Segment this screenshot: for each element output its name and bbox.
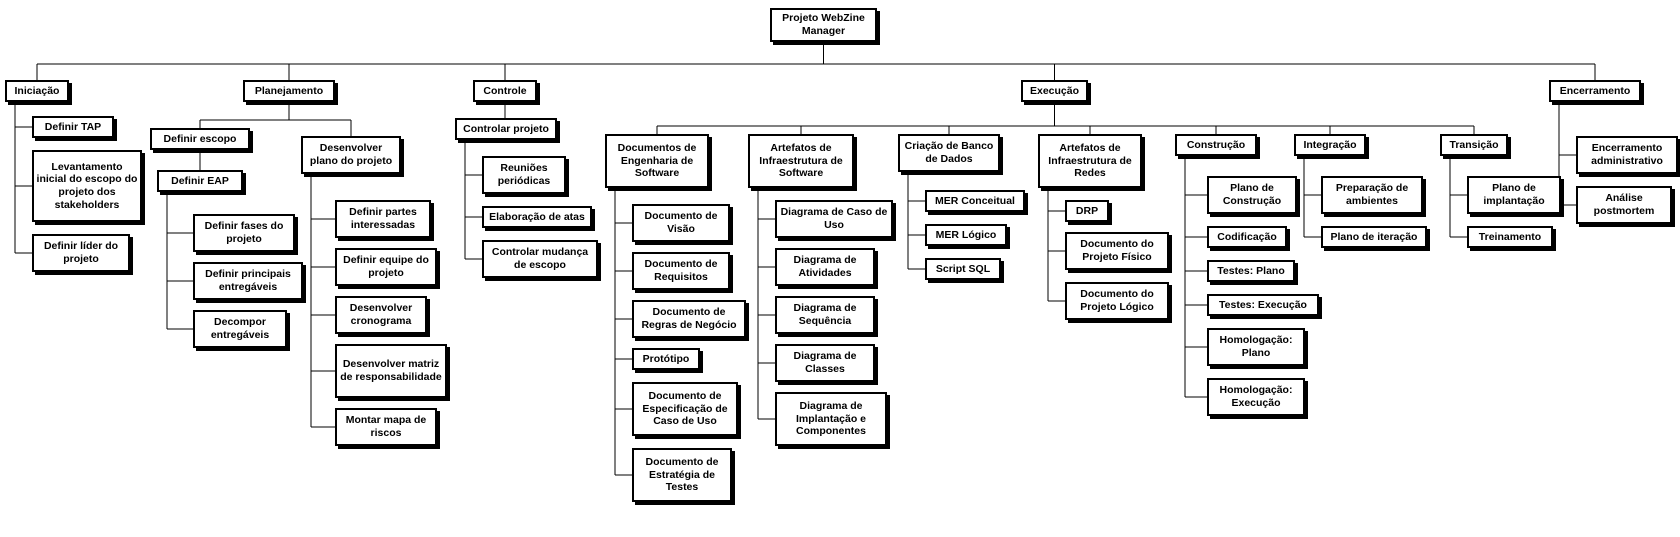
wbs-node-enc_admin[interactable]: Encerramento administrativo [1576,136,1678,174]
wbs-node-partes[interactable]: Definir partes interessadas [335,200,431,238]
wbs-node-matriz[interactable]: Desenvolver matriz de responsabilidade [335,344,447,398]
wbs-node-diag_caso[interactable]: Diagrama de Caso de Uso [775,200,893,238]
wbs-node-diag_classes[interactable]: Diagrama de Classes [775,344,875,382]
wbs-node-reunioes[interactable]: Reuniões periódicas [482,156,566,194]
wbs-node-codificacao[interactable]: Codificação [1207,226,1287,248]
wbs-node-preparacao[interactable]: Preparação de ambientes [1321,176,1423,214]
wbs-node-script_sql[interactable]: Script SQL [925,258,1001,280]
wbs-node-root[interactable]: Projeto WebZine Manager [770,8,877,42]
wbs-node-mer_conceitual[interactable]: MER Conceitual [925,190,1025,212]
wbs-node-eap_decompor[interactable]: Decompor entregáveis [193,310,287,348]
wbs-node-levantamento[interactable]: Levantamento inicial do escopo do projet… [32,150,142,222]
wbs-node-iniciacao[interactable]: Iniciação [5,80,69,102]
wbs-node-homolog_plano[interactable]: Homologação: Plano [1207,328,1305,366]
wbs-node-equipe[interactable]: Definir equipe do projeto [335,248,437,286]
wbs-node-desenv_plano[interactable]: Desenvolver plano do projeto [301,136,401,174]
wbs-node-construcao[interactable]: Construção [1175,134,1257,156]
wbs-node-proj_fisico[interactable]: Documento do Projeto Físico [1065,232,1169,270]
wbs-node-definir_eap[interactable]: Definir EAP [157,170,243,192]
wbs-node-doc_estrategia[interactable]: Documento de Estratégia de Testes [632,448,732,502]
wbs-node-eap_fases[interactable]: Definir fases do projeto [193,214,295,252]
wbs-node-diag_impl[interactable]: Diagrama de Implantação e Componentes [775,392,887,446]
wbs-node-diag_seq[interactable]: Diagrama de Sequência [775,296,875,334]
wbs-node-mudanca[interactable]: Controlar mudança de escopo [482,240,598,278]
wbs-node-treinamento[interactable]: Treinamento [1467,226,1553,248]
wbs-node-doc_regras[interactable]: Documento de Regras de Negócio [632,300,746,338]
wbs-node-definir_tap[interactable]: Definir TAP [32,116,114,138]
wbs-node-testes_plano[interactable]: Testes: Plano [1207,260,1295,282]
wbs-node-proj_logico[interactable]: Documento do Projeto Lógico [1065,282,1169,320]
wbs-node-encerramento[interactable]: Encerramento [1549,80,1641,102]
wbs-node-homolog_exec[interactable]: Homologação: Execução [1207,378,1305,416]
wbs-node-plano_constr[interactable]: Plano de Construção [1207,176,1297,214]
wbs-node-cronograma[interactable]: Desenvolver cronograma [335,296,427,334]
wbs-node-doc_eng[interactable]: Documentos de Engenharia de Software [605,134,709,188]
wbs-node-transicao[interactable]: Transição [1440,134,1508,156]
wbs-node-artefatos_redes[interactable]: Artefatos de Infraestrutura de Redes [1038,134,1142,188]
wbs-node-artefatos_sw[interactable]: Artefatos de Infraestrutura de Software [748,134,854,188]
wbs-node-mer_logico[interactable]: MER Lógico [925,224,1007,246]
wbs-node-plano_iteracao[interactable]: Plano de iteração [1321,226,1427,248]
wbs-node-doc_visao[interactable]: Documento de Visão [632,204,730,242]
wbs-node-controlar_projeto[interactable]: Controlar projeto [455,118,557,140]
wbs-node-criacao_bd[interactable]: Criação de Banco de Dados [898,134,1000,172]
wbs-node-analise_post[interactable]: Análise postmortem [1576,186,1672,224]
wbs-node-atas[interactable]: Elaboração de atas [482,206,592,228]
wbs-node-controle[interactable]: Controle [473,80,537,102]
wbs-node-mapa_riscos[interactable]: Montar mapa de riscos [335,408,437,446]
wbs-node-definir_escopo[interactable]: Definir escopo [150,128,250,150]
wbs-node-testes_exec[interactable]: Testes: Execução [1207,294,1319,316]
wbs-node-execucao[interactable]: Execução [1021,80,1088,102]
wbs-node-eap_principais[interactable]: Definir principais entregáveis [193,262,303,300]
wbs-node-prototipo[interactable]: Protótipo [632,348,700,370]
wbs-node-doc_req[interactable]: Documento de Requisitos [632,252,730,290]
wbs-node-drp[interactable]: DRP [1065,200,1109,222]
wbs-node-doc_espec[interactable]: Documento de Especificação de Caso de Us… [632,382,738,436]
wbs-node-plano_impl[interactable]: Plano de implantação [1467,176,1561,214]
wbs-node-diag_ativ[interactable]: Diagrama de Atividades [775,248,875,286]
wbs-node-integracao[interactable]: Integração [1294,134,1366,156]
wbs-node-planejamento[interactable]: Planejamento [243,80,335,102]
wbs-node-definir_lider[interactable]: Definir líder do projeto [32,234,130,272]
